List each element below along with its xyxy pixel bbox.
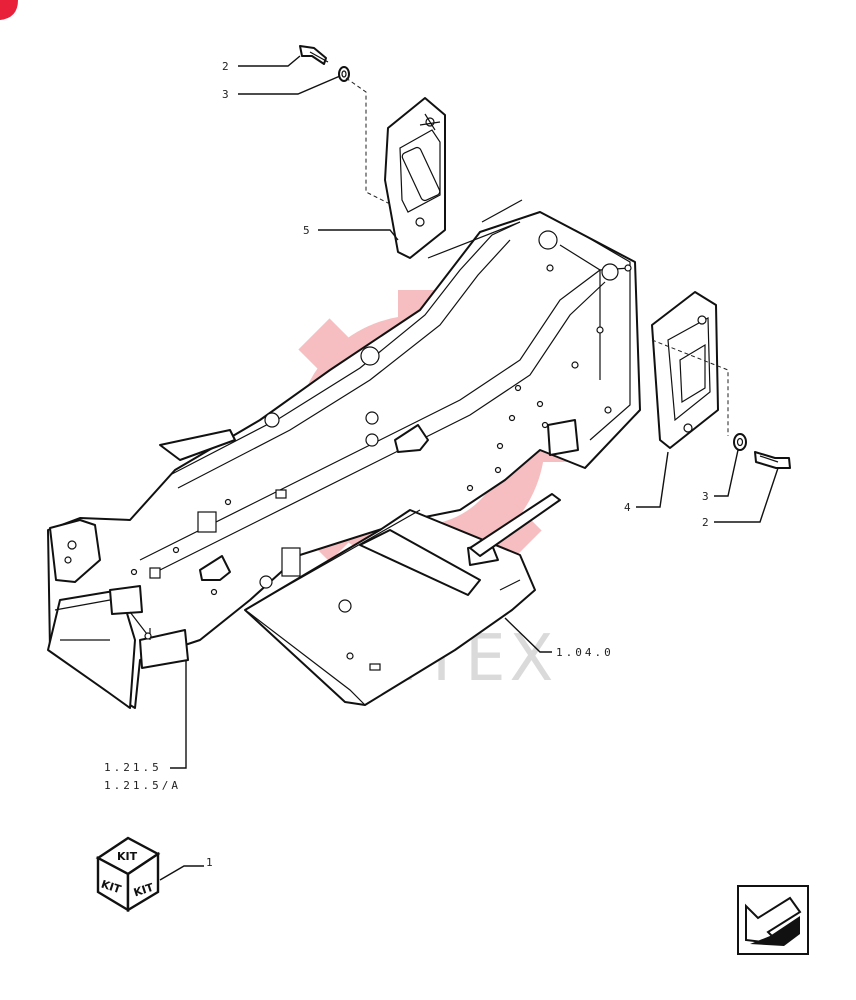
kit-label-top: KIT — [117, 850, 138, 863]
kit-cube-icon: KIT KIT KIT — [95, 836, 161, 913]
bolt-2-top — [299, 45, 329, 65]
kit-label-left: KIT — [99, 878, 123, 897]
washer-3-right — [733, 433, 747, 451]
bolt-2-right — [754, 451, 791, 469]
tank-assembly — [244, 493, 561, 706]
step-plate-5 — [384, 97, 446, 259]
callout-1: 1 — [206, 856, 216, 869]
step-plate-4 — [651, 291, 719, 449]
rivets — [130, 384, 549, 596]
callout-3-right: 3 — [702, 490, 712, 503]
kit-label-right: KIT — [132, 881, 156, 900]
chassis-frame — [47, 211, 641, 709]
callout-3-top: 3 — [222, 88, 232, 101]
callout-2-top: 2 — [222, 60, 232, 73]
reference-link-1-04-0[interactable]: 1.04.0 — [556, 646, 614, 659]
leader-lines — [159, 55, 779, 881]
corner-badge — [0, 0, 18, 20]
reference-link-1-21-5-a[interactable]: 1.21.5/A — [104, 779, 181, 792]
callout-4: 4 — [624, 501, 634, 514]
washer-3-top — [338, 66, 350, 82]
arrow-prev-icon — [745, 896, 802, 946]
callout-2-right: 2 — [702, 516, 712, 529]
callout-5: 5 — [303, 224, 313, 237]
reference-link-1-21-5[interactable]: 1.21.5 — [104, 761, 162, 774]
previous-page-button[interactable] — [737, 885, 809, 955]
